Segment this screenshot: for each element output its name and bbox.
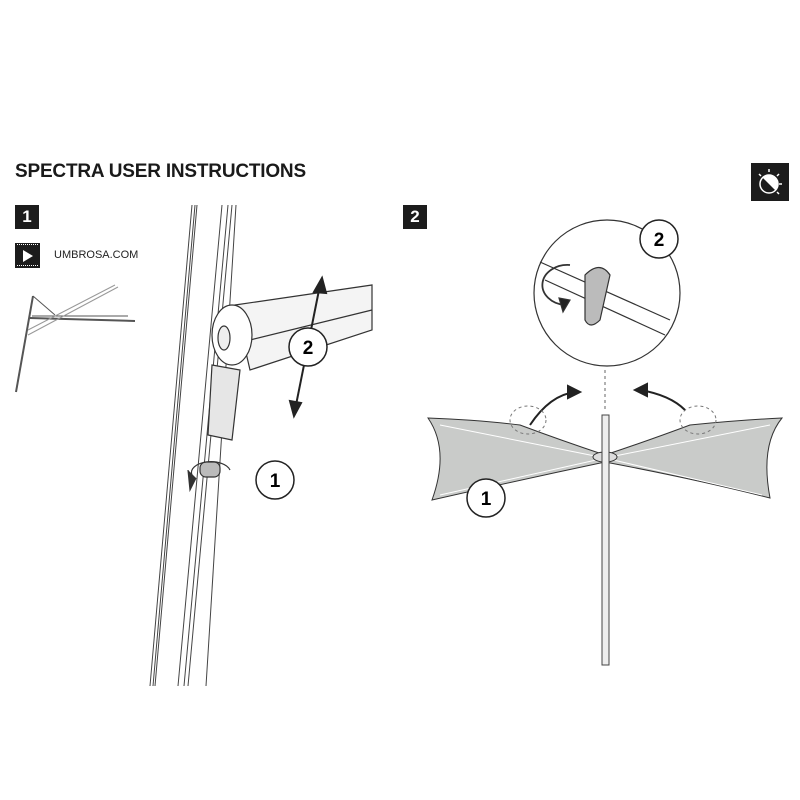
umbrosa-link[interactable]: UMBROSA.COM bbox=[54, 249, 139, 261]
step-1-badge: 1 bbox=[15, 205, 39, 229]
overview-umbrella-drawing bbox=[15, 284, 136, 393]
page-title: SPECTRA USER INSTRUCTIONS bbox=[15, 161, 306, 182]
callout-1-step2: 1 bbox=[466, 478, 506, 518]
svg-text:2: 2 bbox=[303, 338, 314, 359]
mast-drawing bbox=[601, 414, 610, 666]
callout-2-step1: 2 bbox=[288, 327, 328, 367]
sun-shade-icon bbox=[751, 163, 789, 201]
svg-text:2: 2 bbox=[654, 230, 665, 251]
pole-drawing bbox=[149, 204, 237, 687]
arm-hinge-drawing bbox=[187, 284, 373, 493]
svg-text:1: 1 bbox=[481, 489, 492, 510]
up-down-arrow-icon bbox=[288, 275, 328, 419]
callout-2-step2: 2 bbox=[639, 219, 679, 259]
callout-1-step1: 1 bbox=[255, 460, 295, 500]
step-2-badge: 2 bbox=[403, 205, 427, 229]
detail-clip-zoom-circle bbox=[533, 219, 681, 367]
fold-arrow-icons bbox=[529, 382, 686, 426]
svg-text:1: 1 bbox=[270, 471, 281, 492]
video-play-icon[interactable] bbox=[15, 243, 40, 268]
